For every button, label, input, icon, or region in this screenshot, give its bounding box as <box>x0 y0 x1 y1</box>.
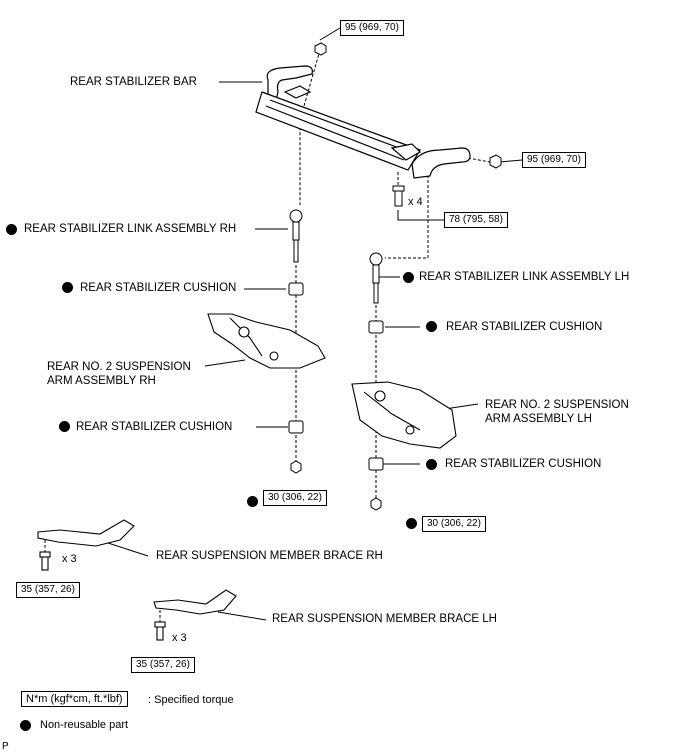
link-rh-drawing <box>289 209 303 263</box>
bolt-head-drawing <box>154 621 166 628</box>
leader-line <box>104 541 149 557</box>
leader-line <box>499 159 523 163</box>
leader-line <box>217 611 267 621</box>
torque-box-brace-lh: 35 (357, 26) <box>131 657 195 673</box>
link-lh-drawing <box>369 252 383 304</box>
leader-line <box>204 359 246 367</box>
corner-mark: P <box>2 741 9 752</box>
brace-lh-drawing <box>153 589 237 615</box>
nut-drawing <box>370 497 382 511</box>
label-arm-rh-line1: REAR NO. 2 SUSPENSION <box>47 361 191 373</box>
torque-box-link-nut-rh: 30 (306, 22) <box>263 490 327 506</box>
non-reusable-dot <box>6 224 17 235</box>
non-reusable-dot <box>403 272 414 283</box>
axis-dashed <box>467 157 491 163</box>
bolt-head-drawing <box>39 551 51 558</box>
non-reusable-dot <box>426 459 437 470</box>
legend-torque-text: : Specified torque <box>148 694 234 706</box>
brace-rh-drawing <box>37 519 135 547</box>
non-reusable-dot <box>62 282 73 293</box>
torque-box-right-nut: 95 (969, 70) <box>522 152 586 168</box>
nut-drawing <box>314 42 327 56</box>
nut-drawing <box>290 460 302 474</box>
non-reusable-dot <box>59 421 70 432</box>
cushion-drawing <box>288 282 304 296</box>
stabilizer-bar-drawing <box>255 65 471 179</box>
label-link-assembly-lh: REAR STABILIZER LINK ASSEMBLY LH <box>419 271 630 283</box>
label-cushion-lh-upper: REAR STABILIZER CUSHION <box>446 321 603 333</box>
label-rear-stabilizer-bar: REAR STABILIZER BAR <box>70 76 197 88</box>
suspension-arm-lh-drawing <box>351 381 457 449</box>
quantity-brace-lh-bolts: x 3 <box>172 632 187 644</box>
legend-torque-box: N*m (kgf*cm, ft.*lbf) <box>21 691 128 707</box>
label-brace-rh: REAR SUSPENSION MEMBER BRACE RH <box>156 550 383 562</box>
suspension-arm-rh-drawing <box>207 313 326 369</box>
torque-box-top-nut: 95 (969, 70) <box>340 20 404 36</box>
nut-drawing <box>489 154 502 169</box>
label-arm-lh-line1: REAR NO. 2 SUSPENSION <box>485 399 629 411</box>
label-arm-lh-line2: ARM ASSEMBLY LH <box>485 413 592 425</box>
leader-line <box>397 210 444 221</box>
cushion-drawing <box>368 457 384 471</box>
bolt-head-drawing <box>392 185 405 192</box>
label-cushion-rh-upper: REAR STABILIZER CUSHION <box>80 282 237 294</box>
non-reusable-dot <box>247 496 258 507</box>
label-cushion-rh-lower: REAR STABILIZER CUSHION <box>76 421 233 433</box>
label-link-assembly-rh: REAR STABILIZER LINK ASSEMBLY RH <box>24 223 237 235</box>
label-brace-lh: REAR SUSPENSION MEMBER BRACE LH <box>272 613 497 625</box>
cushion-drawing <box>288 420 304 434</box>
torque-box-link-nut-lh: 30 (306, 22) <box>422 516 486 532</box>
non-reusable-dot <box>426 321 437 332</box>
label-arm-rh-line2: ARM ASSEMBLY RH <box>47 375 156 387</box>
torque-box-brace-rh: 35 (357, 26) <box>16 582 80 598</box>
label-cushion-lh-lower: REAR STABILIZER CUSHION <box>445 458 602 470</box>
bolt-drawing <box>41 555 49 571</box>
leader-line <box>319 27 341 41</box>
non-reusable-dot <box>406 518 417 529</box>
quantity-brace-rh-bolts: x 3 <box>62 553 77 565</box>
cushion-drawing <box>368 320 384 334</box>
axis-dashed <box>385 175 429 259</box>
torque-box-bracket-bolt: 78 (795, 58) <box>444 212 508 228</box>
bolt-drawing <box>394 189 403 207</box>
legend-non-reusable-text: Non-reusable part <box>40 719 129 731</box>
quantity-bracket-bolts: x 4 <box>408 196 423 208</box>
bolt-drawing <box>156 625 164 641</box>
legend-non-reusable-dot <box>20 720 31 731</box>
